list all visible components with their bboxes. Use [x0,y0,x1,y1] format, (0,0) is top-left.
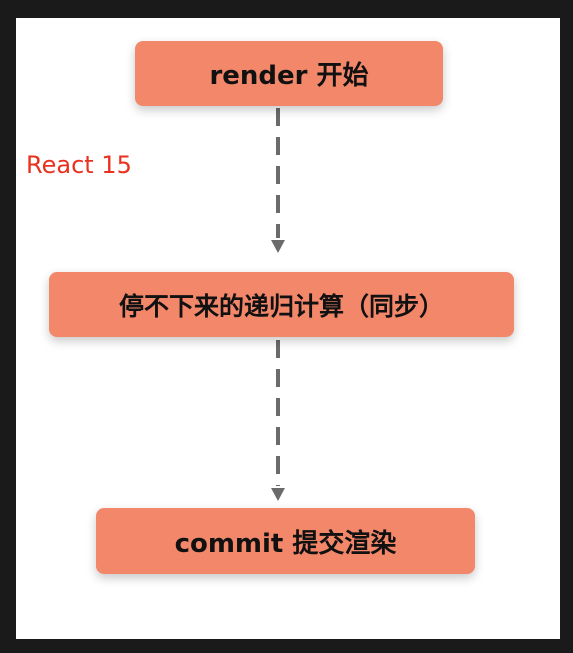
node-render-start: render 开始 [135,41,443,106]
node-recursive-calc: 停不下来的递归计算（同步） [49,272,514,337]
arrow-render-to-calc [271,108,285,253]
node-commit-render: commit 提交渲染 [96,508,475,574]
react-version-label: React 15 [26,151,132,179]
arrow-calc-to-commit [271,340,285,501]
